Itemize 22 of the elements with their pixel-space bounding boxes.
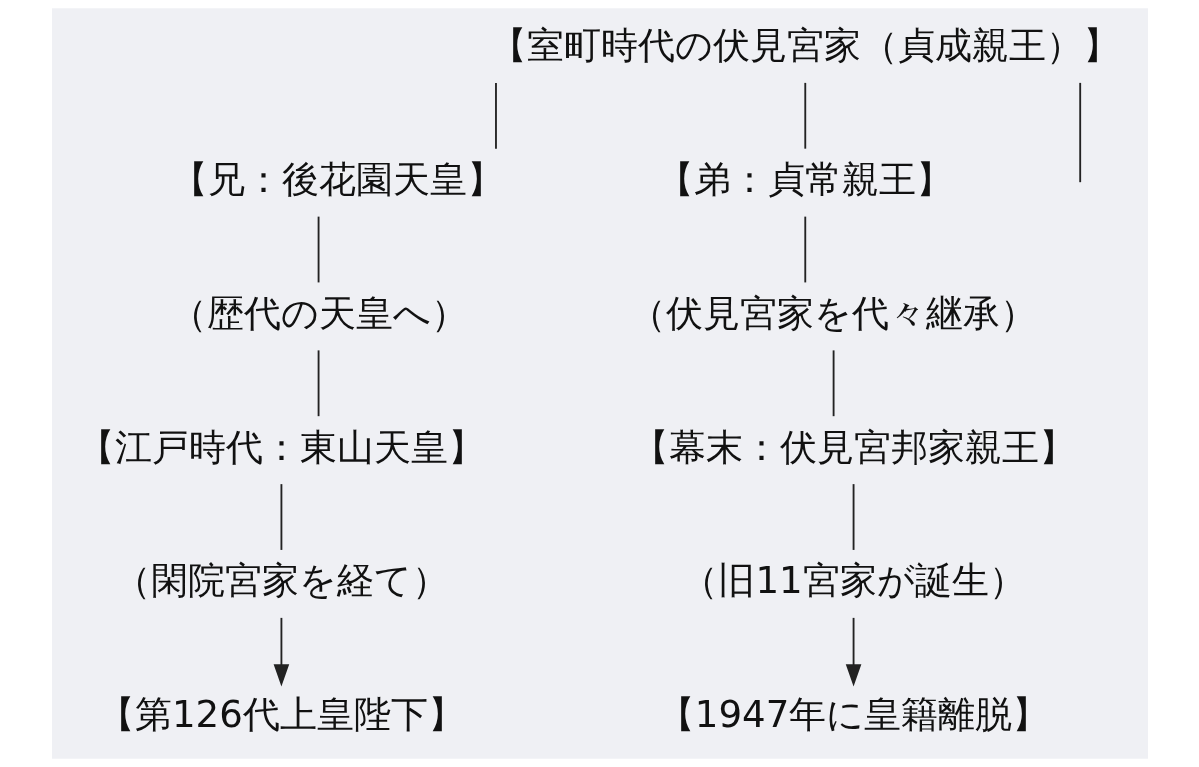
connector [494,81,497,150]
connector [852,483,854,551]
node-text: （伏見宮家を代々継承） [628,291,1037,335]
connector [803,215,806,284]
node-text: 【室町時代の伏見宮家（貞成親王）】 [489,24,1120,68]
connector [803,81,806,150]
connector [1078,81,1081,184]
node-text: 【幕末：伏見宮邦家親王】 [631,425,1076,469]
node-text: 【兄：後花園天皇】 [170,158,504,202]
node-text: （閑院宮家を経て） [113,559,449,603]
node-text: 【江戸時代：東山天皇】 [77,425,485,469]
node-text: 【1947年に皇籍離脱】 [657,693,1049,737]
node-text: 【第126代上皇陛下】 [97,693,465,737]
arrow [845,616,861,687]
node-text: （歴代の天皇へ） [169,291,468,335]
node-text: 【弟：貞常親王】 [656,158,953,202]
connector [317,349,319,418]
connector [317,215,319,284]
connector [832,349,835,418]
arrow [273,616,289,687]
connector [280,483,282,551]
node-text: （旧11宮家が誕生） [680,559,1026,603]
